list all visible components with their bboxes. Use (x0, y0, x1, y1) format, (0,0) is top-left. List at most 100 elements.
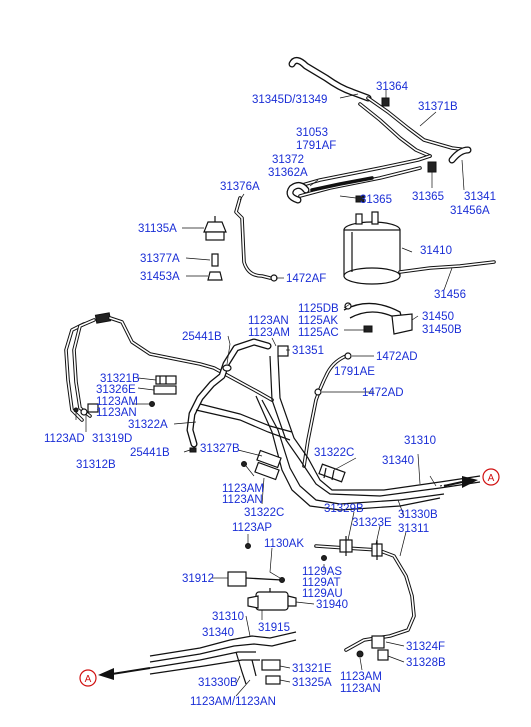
label-31450[interactable]: 31450 (422, 311, 454, 323)
label-1125db[interactable]: 1125DB (298, 303, 339, 315)
label-1123an-c[interactable]: 1123AN (222, 494, 263, 506)
label-31365-a[interactable]: 31365 (360, 194, 392, 206)
reference-circle-a-bottom (79, 669, 97, 687)
label-1472af[interactable]: 1472AF (286, 273, 326, 285)
label-31376a[interactable]: 31376A (220, 181, 260, 193)
bolt-1123am (149, 401, 155, 407)
label-1123am-c[interactable]: 1123AM (222, 483, 264, 495)
clamp-31327b (241, 449, 282, 481)
label-31312b[interactable]: 31312B (76, 459, 116, 471)
reference-circle-a-top (482, 468, 500, 486)
label-1472ad-a[interactable]: 1472AD (376, 351, 418, 363)
label-31053[interactable]: 31053 (296, 127, 328, 139)
bracket-31912 (227, 571, 285, 587)
label-1129at[interactable]: 1129AT (302, 577, 341, 589)
label-1791ae[interactable]: 1791AE (334, 366, 375, 378)
main-pipes-31340 (195, 355, 481, 511)
label-31322c-a[interactable]: 31322C (314, 447, 354, 459)
label-1472ad-b[interactable]: 1472AD (362, 387, 404, 399)
label-31377a[interactable]: 31377A (140, 253, 180, 265)
vent-pipe-31456 (398, 260, 496, 274)
clamps-31321b (153, 375, 177, 395)
label-31319d[interactable]: 31319D (92, 433, 132, 445)
hose-31372 (286, 181, 310, 204)
label-31456[interactable]: 31456 (434, 289, 466, 301)
label-31453a[interactable]: 31453A (140, 271, 180, 283)
label-1125ac[interactable]: 1125AC (298, 327, 339, 339)
label-31326e[interactable]: 31326E (96, 384, 136, 396)
label-31330b-a[interactable]: 31330B (398, 509, 438, 521)
bolt-1123am-d (356, 650, 364, 658)
label-31135a[interactable]: 31135A (138, 223, 177, 235)
label-1125ak[interactable]: 1125AK (298, 315, 338, 327)
canister-31410 (343, 211, 401, 285)
label-1123an-d[interactable]: 1123AN (340, 683, 381, 695)
label-31311[interactable]: 31311 (398, 523, 429, 535)
label-31322a[interactable]: 31322A (128, 419, 168, 431)
label-31362a[interactable]: 31362A (268, 167, 308, 179)
clip-31351 (277, 345, 289, 357)
label-31324f[interactable]: 31324F (406, 641, 445, 653)
label-31912[interactable]: 31912 (182, 573, 214, 585)
label-31329b[interactable]: 31329B (324, 503, 364, 515)
clip-31365-canister (355, 195, 365, 203)
label-25441b-b[interactable]: 25441B (130, 447, 170, 459)
label-31328b[interactable]: 31328B (406, 657, 446, 669)
bolt-1123ap (245, 543, 251, 549)
label-1123an-b[interactable]: 1123AN (96, 407, 137, 419)
label-31321e[interactable]: 31321E (292, 663, 332, 675)
label-31310-b[interactable]: 31310 (212, 611, 244, 623)
lower-pipes-31340 (149, 631, 297, 685)
label-31322c-b[interactable]: 31322C (244, 507, 284, 519)
label-31321b[interactable]: 31321B (100, 373, 140, 385)
vapor-hose-31345d (288, 57, 372, 102)
hose-31341 (448, 146, 472, 164)
bracket-31319d (73, 403, 99, 416)
clamp-31322c (318, 463, 346, 483)
label-31323e[interactable]: 31323E (352, 517, 392, 529)
clamp-31321e (261, 659, 281, 685)
label-31410[interactable]: 31410 (420, 245, 452, 257)
clip-31364 (381, 97, 390, 107)
label-31340-b[interactable]: 31340 (202, 627, 234, 639)
label-1123am-a[interactable]: 1123AM (248, 327, 290, 339)
label-31345d-31349[interactable]: 31345D/31349 (252, 94, 327, 106)
label-31340-a[interactable]: 31340 (382, 455, 414, 467)
label-31327b[interactable]: 31327B (200, 443, 240, 455)
label-1123am-d[interactable]: 1123AM (340, 671, 382, 683)
label-1129as[interactable]: 1129AS (302, 566, 342, 578)
bracket-31450 (343, 302, 413, 335)
label-1791af[interactable]: 1791AF (296, 140, 336, 152)
label-1123ad[interactable]: 1123AD (44, 433, 85, 445)
label-31330b-b[interactable]: 31330B (198, 677, 238, 689)
label-31325a[interactable]: 31325A (292, 677, 332, 689)
label-1123am-1123an[interactable]: 1123AM/1123AN (190, 696, 276, 708)
arrow-to-a-top (439, 476, 478, 488)
label-1130ak[interactable]: 1130AK (264, 538, 304, 550)
vapor-pipe-31053 (290, 154, 432, 198)
label-31940[interactable]: 31940 (316, 599, 348, 611)
hose-31377a (211, 253, 219, 267)
valve-31135a (203, 216, 227, 241)
label-31450b[interactable]: 31450B (422, 324, 462, 336)
label-31456a[interactable]: 31456A (450, 205, 490, 217)
label-1123an-a[interactable]: 1123AN (248, 315, 289, 327)
fuel-line-31322a (108, 316, 274, 402)
label-31351[interactable]: 31351 (292, 345, 324, 357)
label-31310-a[interactable]: 31310 (404, 435, 436, 447)
label-31364[interactable]: 31364 (376, 81, 409, 93)
vapor-pipe-31371b (358, 96, 470, 158)
bolt-1129as (321, 555, 327, 561)
label-31915[interactable]: 31915 (258, 622, 290, 634)
label-31365-b[interactable]: 31365 (412, 191, 444, 203)
label-1123am-b[interactable]: 1123AM (96, 396, 138, 408)
clamp-25441b (222, 364, 232, 372)
label-25441b-a[interactable]: 25441B (182, 331, 222, 343)
clip-31324f (371, 635, 389, 661)
label-31341[interactable]: 31341 (464, 191, 496, 203)
cap-31453a (207, 271, 223, 281)
label-31372[interactable]: 31372 (272, 154, 304, 166)
label-1129au[interactable]: 1129AU (302, 588, 343, 600)
label-31371b[interactable]: 31371B (418, 101, 458, 113)
label-1123ap[interactable]: 1123AP (232, 522, 272, 534)
